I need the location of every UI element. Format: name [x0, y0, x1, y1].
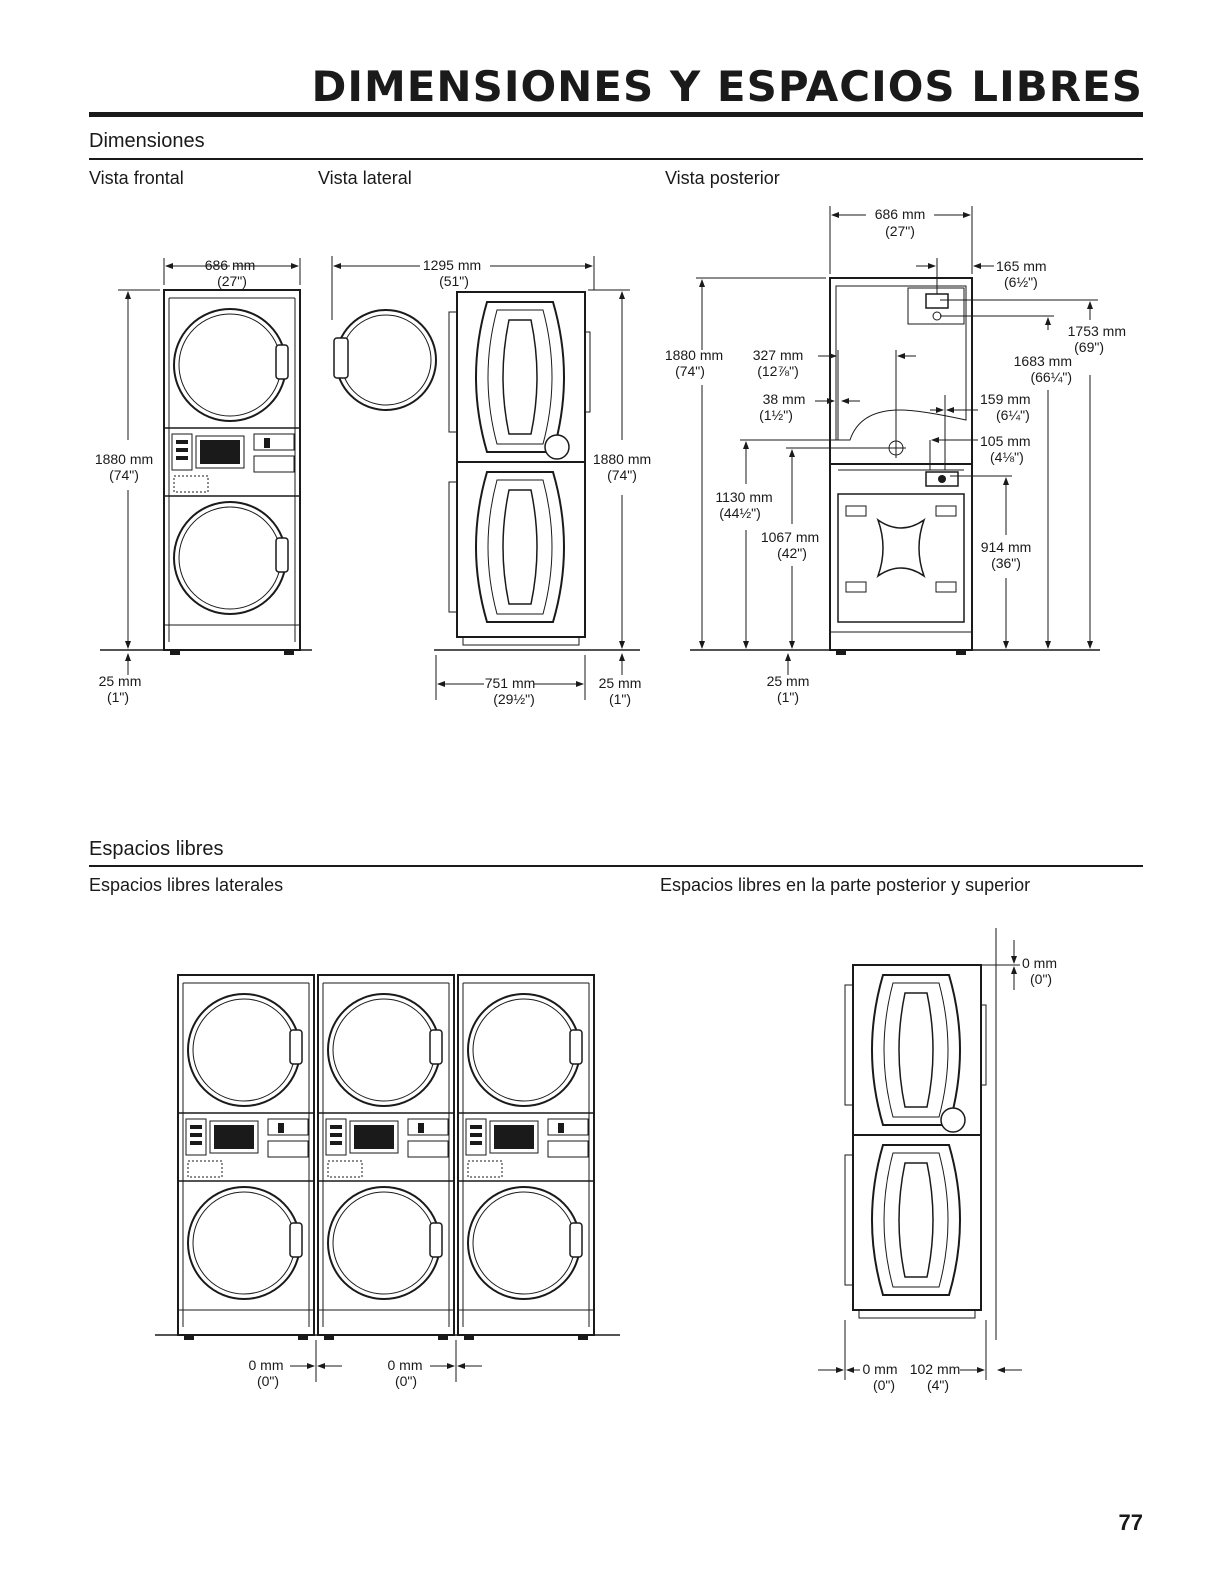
rear-105-in: (4⅛"): [990, 449, 1024, 465]
front-width-in: (27"): [217, 273, 247, 289]
rear-1683-in: (66¼"): [1030, 369, 1072, 385]
section-title-clearances: Espacios libres: [89, 838, 224, 860]
side-clearance-drawing: [155, 974, 620, 1382]
rear-foot-mm: 25 mm: [767, 673, 810, 689]
front-width-mm: 686 mm: [205, 257, 256, 273]
page-number: 77: [1118, 1510, 1143, 1535]
rear-914-in: (36"): [991, 555, 1021, 571]
rear-327-in: (12⅞"): [757, 363, 799, 379]
rear-1067-mm: 1067 mm: [761, 529, 819, 545]
front-clearance-mm: 0 mm: [863, 1361, 898, 1377]
label-side-clearances: Espacios libres laterales: [89, 875, 284, 895]
section-rule-dimensions: [89, 158, 1143, 160]
side-gap1-mm: 0 mm: [249, 1357, 284, 1373]
label-side-view: Vista lateral: [318, 168, 412, 188]
rear-1753-mm: 1753 mm: [1068, 323, 1126, 339]
rear-159-mm: 159 mm: [980, 391, 1031, 407]
rear-914-mm: 914 mm: [981, 539, 1032, 555]
front-clearance-in: (0"): [873, 1377, 895, 1393]
rear-1067-in: (42"): [777, 545, 807, 561]
front-height-in: (74"): [109, 467, 139, 483]
label-rear-view: Vista posterior: [665, 168, 780, 188]
rear-165-in: (6½"): [1004, 274, 1038, 290]
top-clearance-in: (0"): [1030, 971, 1052, 987]
side-view-drawing: [331, 256, 640, 700]
rear-foot-in: (1"): [777, 689, 799, 705]
rear-width-in: (27"): [885, 223, 915, 239]
rear-1880-in: (74"): [675, 363, 705, 379]
side-foot-in: (1"): [609, 691, 631, 707]
rear-38-mm: 38 mm: [763, 391, 806, 407]
front-foot-in: (1"): [107, 689, 129, 705]
side-open-depth-in: (51"): [439, 273, 469, 289]
rear-38-in: (1½"): [759, 407, 793, 423]
label-front-view: Vista frontal: [89, 168, 184, 188]
side-gap2-in: (0"): [395, 1373, 417, 1389]
section-rule-clearances: [89, 865, 1143, 867]
rear-1130-mm: 1130 mm: [715, 489, 772, 505]
side-foot-mm: 25 mm: [599, 675, 642, 691]
side-gap1-in: (0"): [257, 1373, 279, 1389]
rear-1880-mm: 1880 mm: [665, 347, 723, 363]
label-rear-top-clearances: Espacios libres en la parte posterior y …: [660, 875, 1031, 895]
rear-1130-in: (44½"): [719, 505, 761, 521]
rear-1753-in: (69"): [1074, 339, 1104, 355]
side-gap2-mm: 0 mm: [388, 1357, 423, 1373]
rear-view-drawing: [690, 206, 1100, 675]
rear-159-in: (6¼"): [996, 407, 1030, 423]
page-title: DIMENSIONES Y ESPACIOS LIBRES: [311, 62, 1143, 111]
rear-width-mm: 686 mm: [875, 206, 926, 222]
rear-105-mm: 105 mm: [980, 433, 1031, 449]
front-view-drawing: [100, 258, 312, 675]
side-open-depth-mm: 1295 mm: [423, 257, 481, 273]
title-rule: [89, 112, 1143, 117]
side-height-mm: 1880 mm: [593, 451, 651, 467]
top-clearance-mm: 0 mm: [1022, 955, 1057, 971]
rear-clearance-in: (4"): [927, 1377, 949, 1393]
rear-clearance-mm: 102 mm: [910, 1361, 961, 1377]
rear-327-mm: 327 mm: [753, 347, 804, 363]
rear-top-clearance-drawing: [818, 928, 1022, 1380]
side-depth-in: (29½"): [493, 691, 535, 707]
rear-1683-mm: 1683 mm: [1014, 353, 1072, 369]
side-depth-mm: 751 mm: [485, 675, 536, 691]
side-height-in: (74"): [607, 467, 637, 483]
front-foot-mm: 25 mm: [99, 673, 142, 689]
front-height-mm: 1880 mm: [95, 451, 153, 467]
rear-165-mm: 165 mm: [996, 258, 1047, 274]
section-title-dimensions: Dimensiones: [89, 130, 205, 152]
